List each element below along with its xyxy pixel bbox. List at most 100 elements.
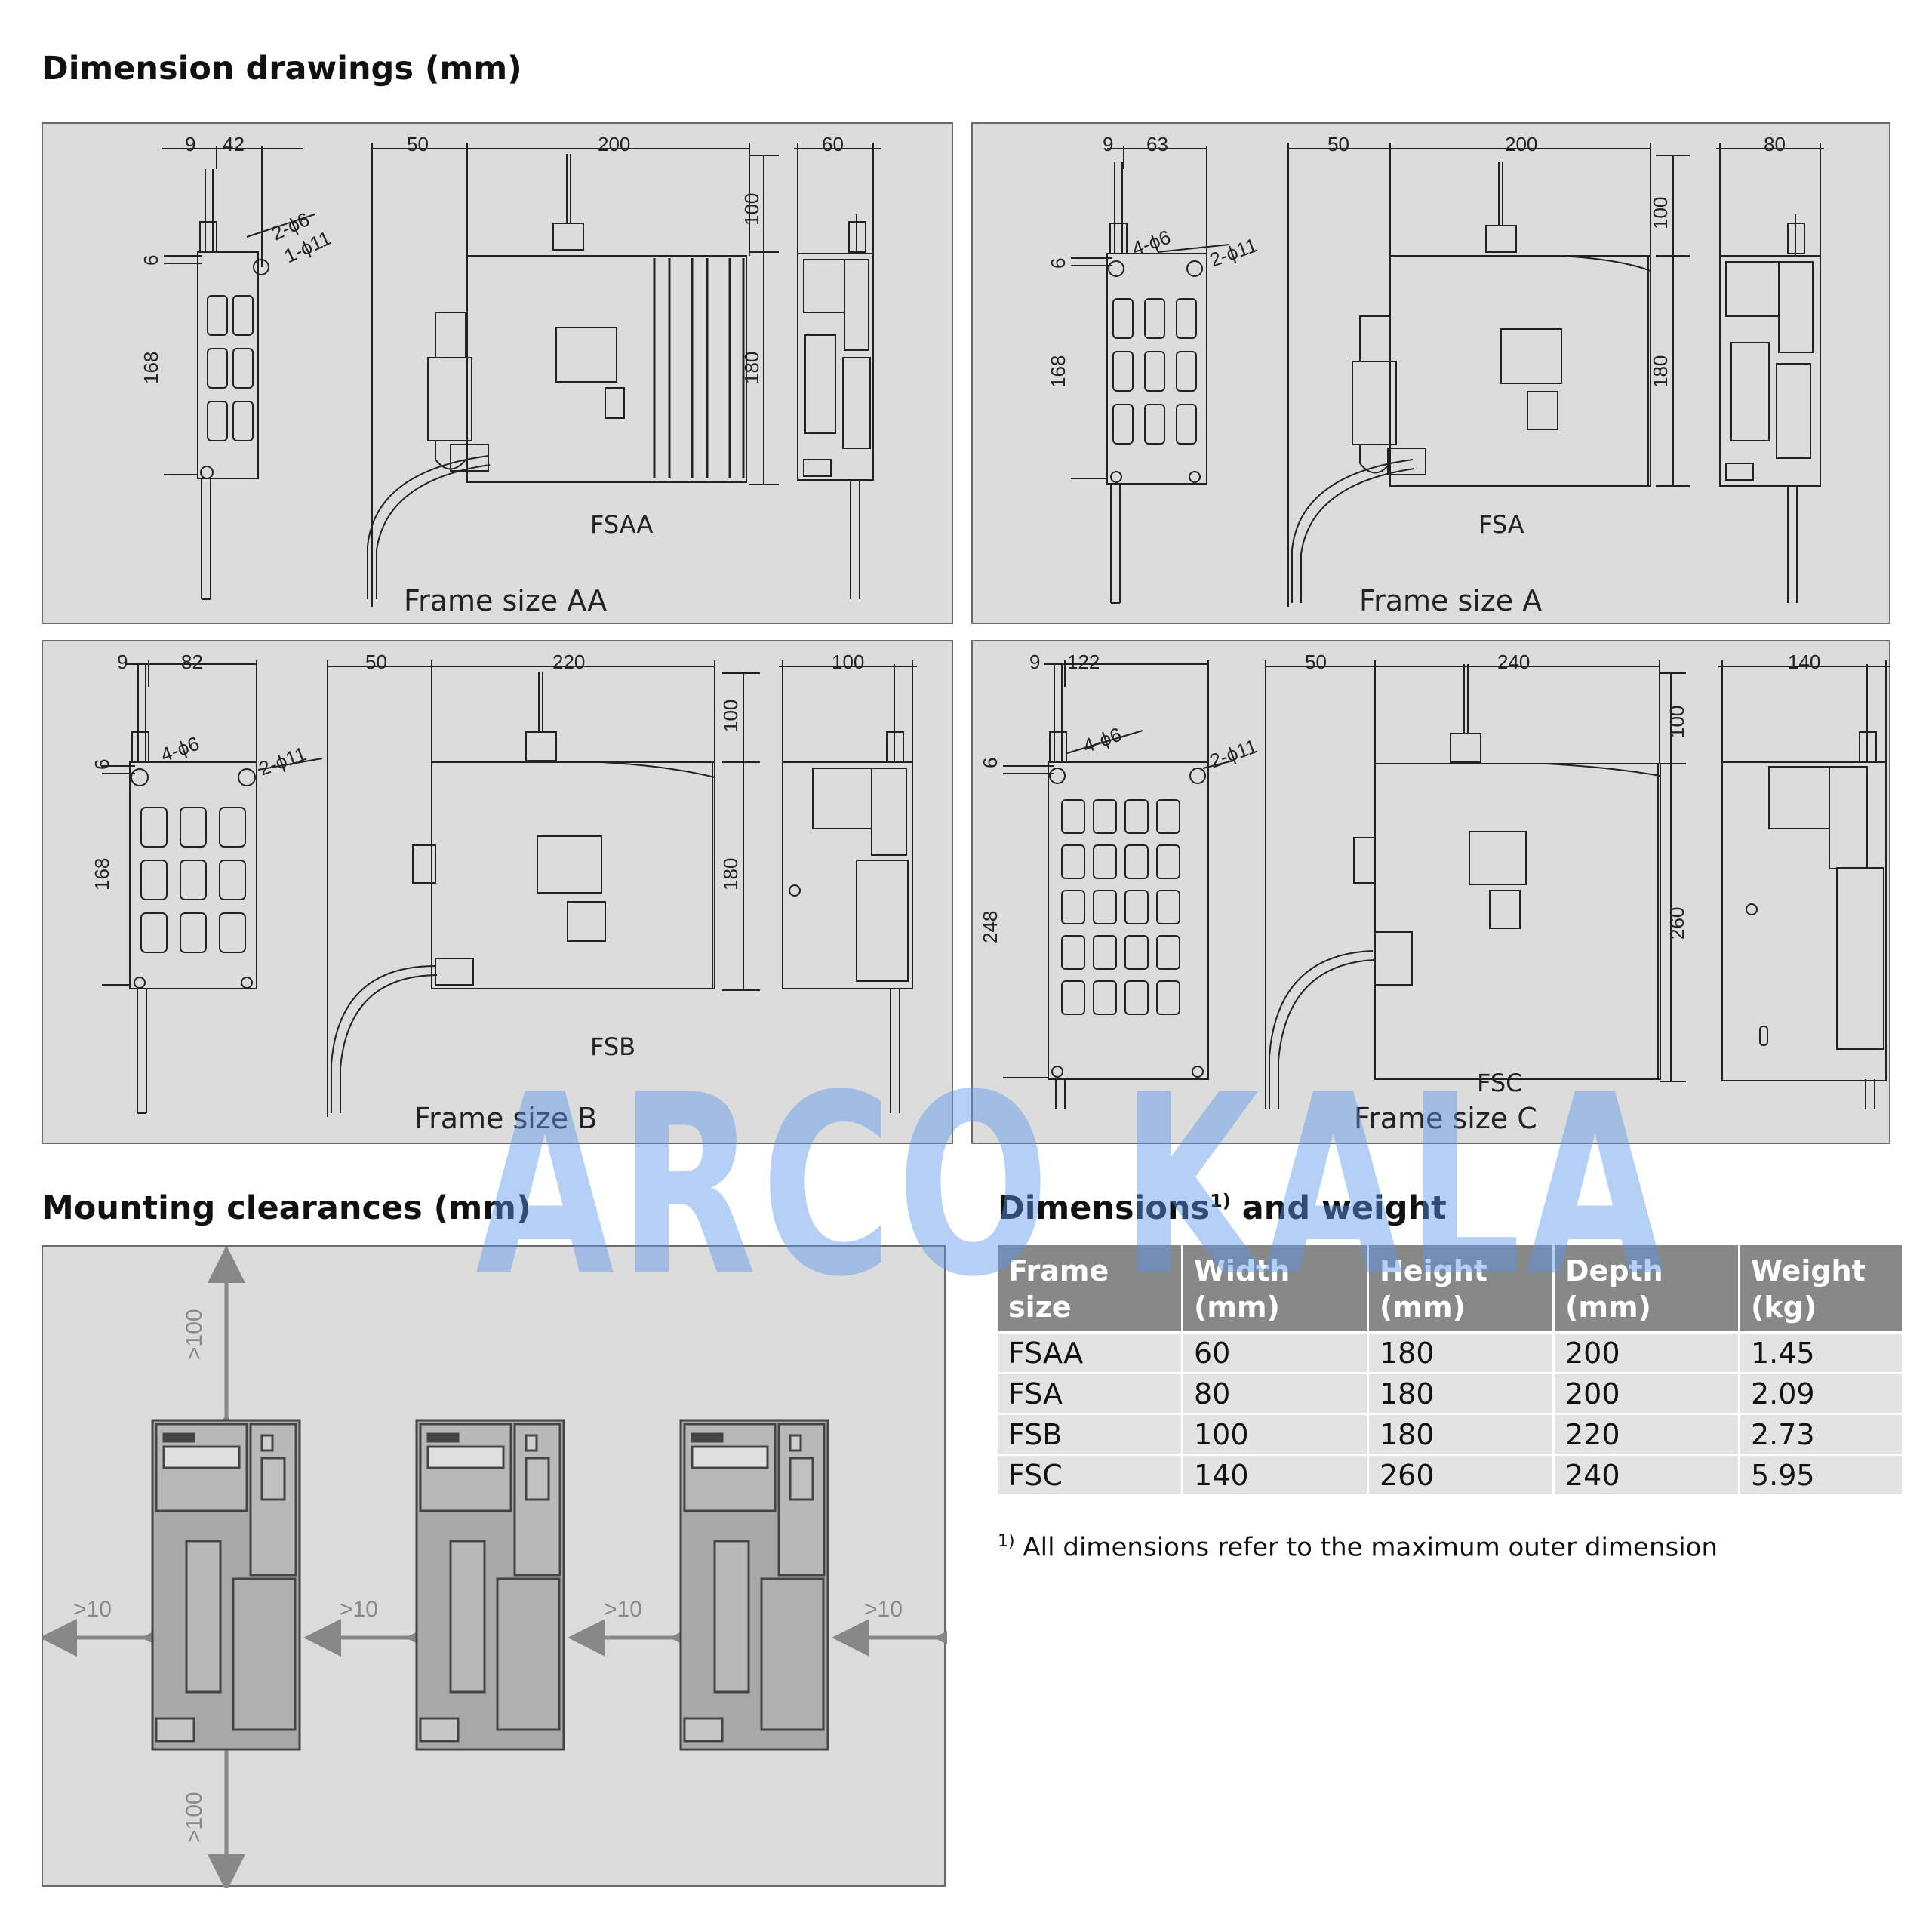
cell-weight: 2.73 [1738,1413,1902,1455]
dim-hole-offset: 9 [1103,133,1113,155]
dim-top: 100 [719,700,742,732]
clearance-gap-2: >10 [604,1597,642,1622]
frame-code: FSAA [590,510,654,539]
dim-hole-pitch: 42 [223,133,245,155]
frame-caption: Frame size AA [404,584,608,617]
dim-hole-offset: 9 [185,133,195,155]
cell-width: 60 [1181,1331,1368,1374]
dim-cable-length: 50 [1327,133,1349,155]
clearances-drawing: >100 >100 >10 >10 >10 >10 [43,1247,947,1888]
drawing-fsb: 9 82 50 220 100 100 180 6 168 4-ϕ6 2-ϕ11 [91,651,917,1117]
dim-depth: 240 [1497,651,1530,673]
header-width: Width (mm) [1181,1245,1368,1333]
drawing-panel-fsa: 9 63 50 200 80 100 180 6 168 4-ϕ6 2-ϕ11 … [971,122,1890,624]
cell-depth: 200 [1552,1372,1740,1414]
dim-top: 100 [740,193,763,226]
front-body [797,253,874,481]
frame-caption: Frame size A [1359,584,1543,617]
dim-hole-pitch: 82 [181,651,203,673]
cell-frame: FSC [998,1454,1183,1494]
dimensions-heading-text: Dimensions [998,1189,1211,1227]
frame-code: FSA [1478,510,1524,539]
frame-code: FSB [590,1032,636,1061]
dimensions-table: Frame size Width (mm) Height (mm) Depth … [998,1245,1902,1494]
dim-hole-b: 2-ϕ11 [1207,233,1260,271]
cell-depth: 200 [1552,1331,1740,1374]
dim-hole-b: 2-ϕ11 [256,742,309,780]
dim-width: 100 [832,651,864,673]
clearance-top: >100 [182,1309,207,1360]
cell-height: 180 [1367,1413,1554,1455]
side-body [466,255,747,483]
dim-small-offset: 6 [1047,258,1069,269]
dim-hole-offset: 9 [117,651,128,673]
dim-cable-length: 50 [1305,651,1327,673]
dim-small-offset: 6 [979,758,1001,768]
drawing-fsc: 9 122 50 240 140 100 260 6 248 4-ϕ6 2-ϕ1… [979,651,1890,1109]
mounting-clearances-heading: Mounting clearances (mm) [42,1189,531,1227]
dim-hole-b: 2-ϕ11 [1207,734,1260,772]
dim-hole-a: 4-ϕ6 [158,732,202,767]
table-row: FSB 100 180 220 2.73 [998,1413,1902,1455]
weight-heading-text: and weight [1230,1189,1447,1227]
drive-unit [151,1419,301,1751]
table-header-row: Frame size Width (mm) Height (mm) Depth … [998,1245,1902,1333]
dim-hole-height: 248 [979,911,1001,943]
dim-height: 260 [1666,907,1688,940]
dim-width: 140 [1788,651,1820,673]
dim-small-offset: 6 [140,255,162,266]
header-height: Height (mm) [1367,1245,1554,1333]
clearance-right: >10 [864,1597,903,1622]
table-row: FSA 80 180 200 2.09 [998,1372,1902,1414]
dim-hole-height: 168 [140,352,162,384]
dim-height: 180 [1649,355,1672,388]
rear-plate [197,251,259,479]
footnote-text: All dimensions refer to the maximum oute… [1014,1532,1718,1563]
frame-caption: Frame size B [414,1102,598,1135]
drawing-panel-fsaa: 9 42 50 200 60 100 180 6 168 2-ϕ6 1-ϕ11 … [42,122,953,624]
cell-weight: 1.45 [1738,1331,1902,1374]
dim-depth: 200 [598,133,630,155]
cell-height: 180 [1367,1331,1554,1374]
cell-weight: 5.95 [1738,1454,1902,1494]
header-depth: Depth (mm) [1552,1245,1740,1333]
dim-hole-pitch: 122 [1067,651,1100,673]
table-row: FSAA 60 180 200 1.45 [998,1331,1902,1374]
dim-hole-a: 4-ϕ6 [1080,723,1124,758]
footnote-ref: 1) [1210,1190,1231,1212]
dim-hole-pitch: 63 [1146,133,1168,155]
cell-frame: FSAA [998,1331,1183,1374]
dim-top: 100 [1666,706,1688,738]
dim-small-offset: 6 [91,759,113,770]
table-row: FSC 140 260 240 5.95 [998,1454,1902,1494]
frame-caption: Frame size C [1354,1102,1537,1135]
drawing-fsaa: 9 42 50 200 60 100 180 6 168 2-ϕ6 1-ϕ11 [140,133,881,607]
cell-frame: FSA [998,1372,1183,1414]
clearances-panel: >100 >100 >10 >10 >10 >10 [42,1245,947,1888]
dim-cable-length: 50 [365,651,387,673]
footnote-marker: 1) [998,1532,1015,1551]
header-weight: Weight (kg) [1738,1245,1902,1333]
clearance-gap-1: >10 [340,1597,378,1622]
cell-frame: FSB [998,1413,1183,1455]
dim-width: 60 [822,133,844,155]
frame-code: FSC [1477,1069,1523,1097]
dimensions-weight-heading: Dimensions1) and weight [998,1189,1447,1227]
clearance-left: >10 [73,1597,112,1622]
cell-width: 80 [1181,1372,1368,1414]
cell-width: 140 [1181,1454,1368,1494]
cell-depth: 240 [1552,1454,1740,1494]
dim-hole-height: 168 [91,858,113,891]
drawing-panel-fsb: 9 82 50 220 100 100 180 6 168 4-ϕ6 2-ϕ11… [42,640,953,1144]
cell-weight: 2.09 [1738,1372,1902,1414]
footnote: 1) All dimensions refer to the maximum o… [998,1532,1718,1562]
drawing-fsa: 9 63 50 200 80 100 180 6 168 4-ϕ6 2-ϕ11 [1047,133,1824,607]
cell-depth: 220 [1552,1413,1740,1455]
dim-depth: 220 [552,651,585,673]
cell-height: 260 [1367,1454,1554,1494]
drawing-panel-fsc: 9 122 50 240 140 100 260 6 248 4-ϕ6 2-ϕ1… [971,640,1890,1144]
cell-height: 180 [1367,1372,1554,1414]
dim-top: 100 [1649,197,1672,229]
dim-hole-offset: 9 [1029,651,1040,673]
dim-hole-height: 168 [1047,355,1069,388]
